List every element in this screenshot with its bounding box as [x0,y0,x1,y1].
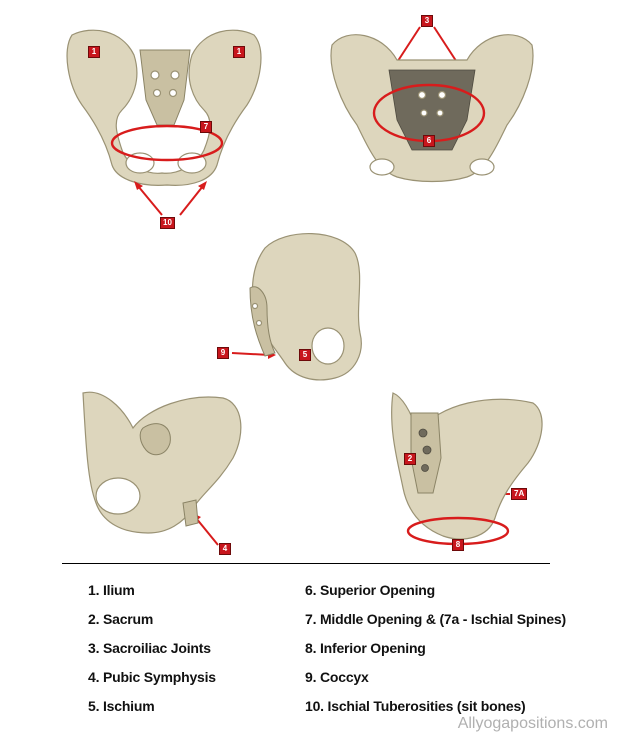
marker-superior-opening: 6 [423,135,435,147]
pelvis-front-view [62,25,272,190]
marker-coccyx: 9 [217,347,229,359]
watermark: Allyogapositions.com [457,715,608,732]
legend-item-superior-opening: 6. Superior Opening [305,582,435,598]
marker-sacrum: 2 [404,453,416,465]
legend-item-middle-opening: 7. Middle Opening & (7a - Ischial Spines… [305,611,566,627]
pelvis-side-view [245,228,370,383]
legend-item-sacrum: 2. Sacrum [88,611,154,627]
marker-tuberosities: 10 [160,217,175,229]
legend-item-ischium: 5. Ischium [88,698,155,714]
marker-sacroiliac: 3 [421,15,433,27]
legend-item-sacroiliac-joints: 3. Sacroiliac Joints [88,640,211,656]
marker-pubic-symphysis: 4 [219,543,231,555]
marker-ischium: 5 [299,349,311,361]
marker-ilium-right: 1 [233,46,245,58]
legend-item-inferior-opening: 8. Inferior Opening [305,640,426,656]
legend-item-ischial-tuberosities: 10. Ischial Tuberosities (sit bones) [305,698,526,714]
marker-inferior-opening: 8 [452,539,464,551]
legend-item-pubic-symphysis: 4. Pubic Symphysis [88,669,216,685]
pelvis-oblique-right-view [383,388,548,548]
pelvis-top-view [327,25,537,185]
marker-middle-opening: 7 [200,121,212,133]
pelvis-oblique-left-view [78,388,243,538]
marker-ischial-spines: 7A [511,488,528,500]
legend-item-coccyx: 9. Coccyx [305,669,369,685]
marker-ilium-left: 1 [88,46,100,58]
legend-item-ilium: 1. Ilium [88,582,135,598]
divider-line [62,563,550,564]
